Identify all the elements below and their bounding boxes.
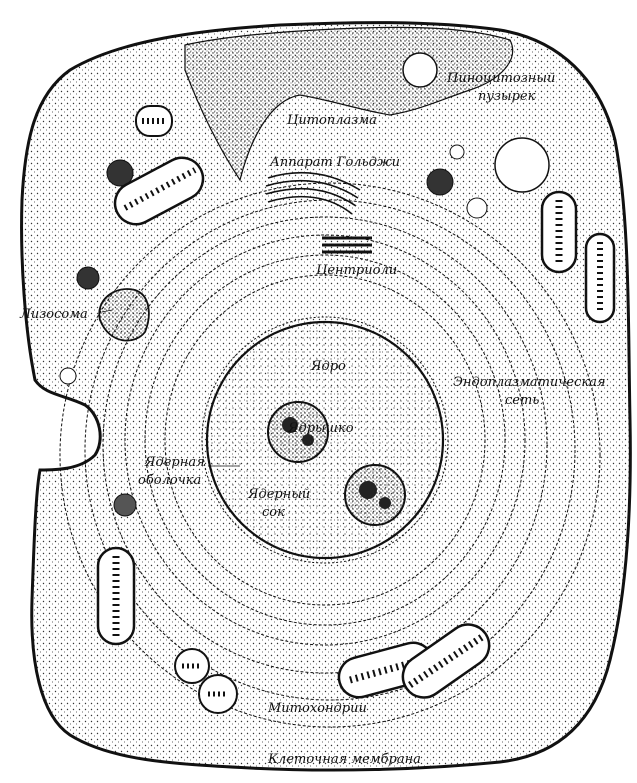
vesicle-small-3 xyxy=(60,368,76,384)
pinocytosis-vesicle-2 xyxy=(495,138,549,192)
mitochondrion-2 xyxy=(136,106,172,136)
label-lysosome: Лизосома xyxy=(19,307,88,322)
mitochondrion-3 xyxy=(542,192,576,272)
label-nuclear-sap-2: сок xyxy=(262,505,285,520)
label-cytoplasm: Цитоплазма xyxy=(287,113,377,128)
label-nuclear-envelope-2: оболочка xyxy=(138,473,201,488)
label-nucleus: Ядро xyxy=(310,359,346,374)
label-er-1: Эндоплазматическая xyxy=(453,375,605,390)
label-er-2: сеть xyxy=(505,393,539,408)
pinocytosis-vesicle-1 xyxy=(403,53,437,87)
label-nuclear-envelope-1: Ядерная xyxy=(144,455,205,470)
nucleolus-2 xyxy=(345,465,405,525)
label-pinocytosis-1: Пиноцитозный xyxy=(446,71,555,86)
label-pinocytosis-2: пузырек xyxy=(478,89,536,104)
label-centrioles: Центриоли xyxy=(316,263,397,278)
mitochondrion-4 xyxy=(586,234,614,322)
label-nuclear-sap-1: Ядерный xyxy=(247,487,310,502)
vesicle-small-2 xyxy=(467,198,487,218)
vesicle-small-1 xyxy=(450,145,464,159)
label-cell-membrane: Клеточная мембрана xyxy=(267,752,421,767)
label-nucleolus: Ядрышко xyxy=(287,421,354,436)
label-mitochondria: Митохондрии xyxy=(267,701,367,716)
label-golgi: Аппарат Гольджи xyxy=(269,155,400,170)
mitochondrion-5 xyxy=(98,548,134,644)
